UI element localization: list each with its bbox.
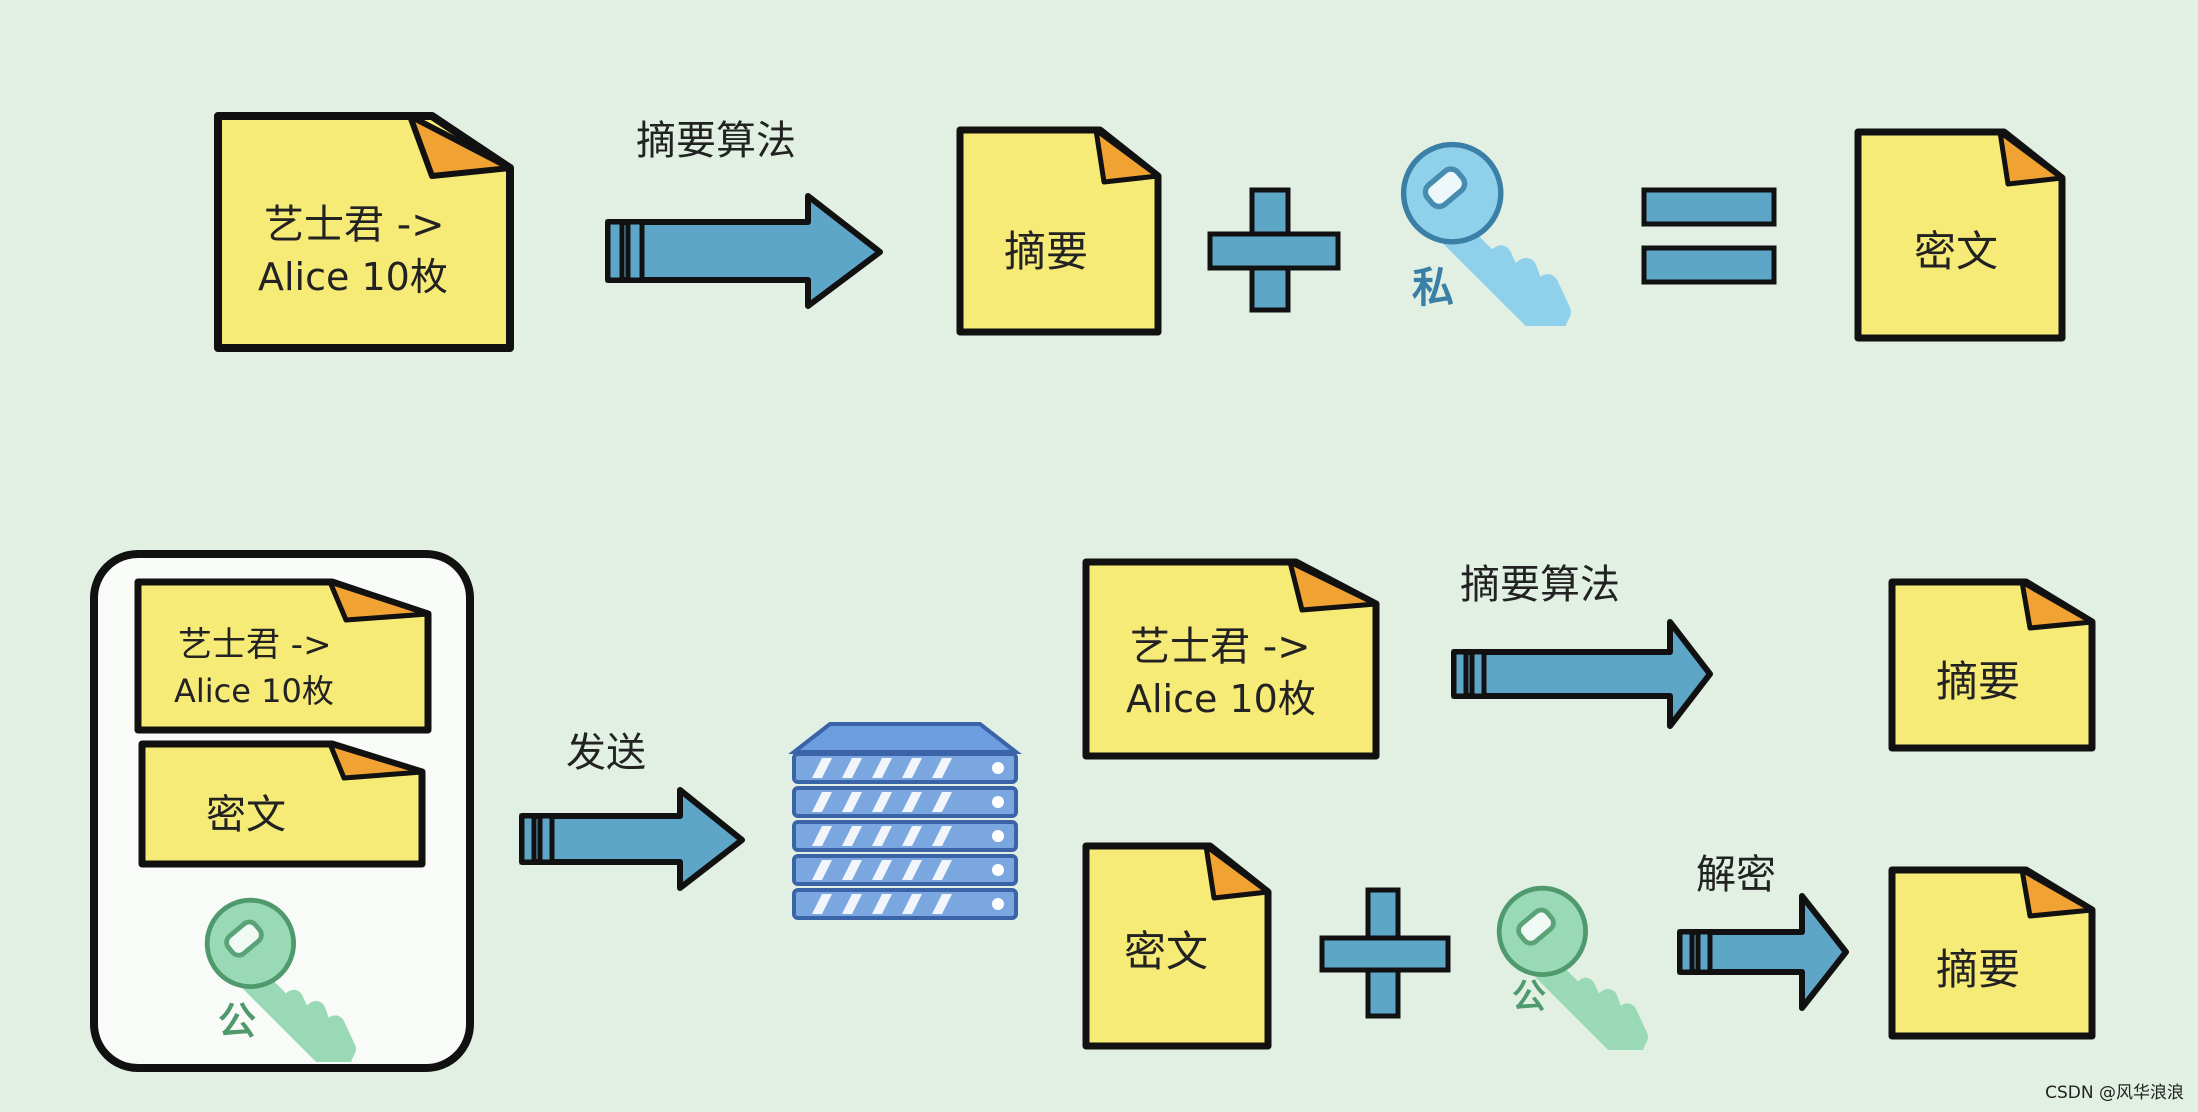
private-key-icon: 私 [1404, 145, 1561, 330]
top-cipher-label: 密文 [1914, 227, 1998, 276]
decrypt-label: 解密 [1696, 852, 1776, 898]
verify-digest-arrow: 摘要算法 [1451, 562, 1713, 729]
received-message-line1: 艺士君 -> [1130, 624, 1311, 670]
private-key-label: 私 [1412, 263, 1454, 312]
top-cipher-note: 密文 [1854, 128, 2066, 342]
verify-arrow-label: 摘要算法 [1460, 562, 1620, 608]
received-cipher-note: 密文 [1082, 842, 1272, 1050]
received-message-note: 艺士君 -> Alice 10枚 [1082, 558, 1380, 760]
top-digest-note: 摘要 [956, 126, 1162, 336]
top-digest-label: 摘要 [1004, 227, 1088, 276]
package-message-note: 艺士君 -> Alice 10枚 [134, 578, 432, 734]
sender-package-panel: 艺士君 -> Alice 10枚 密文 公 [90, 550, 474, 1072]
package-message-line1: 艺士君 -> [178, 625, 332, 665]
decrypted-digest-label: 摘要 [1936, 945, 2020, 994]
decrypted-digest-note: 摘要 [1888, 866, 2096, 1040]
verify-public-key-icon: 公 [1499, 888, 1638, 1053]
top-digest-arrow: 摘要算法 [605, 118, 883, 309]
computed-digest-label: 摘要 [1936, 657, 2020, 706]
verify-key-label: 公 [1512, 977, 1546, 1017]
server-icon [788, 722, 1022, 920]
received-cipher-label: 密文 [1124, 927, 1208, 976]
package-cipher-note: 密文 [138, 740, 426, 868]
bottom-plus-sign [1319, 887, 1451, 1019]
top-message-line1: 艺士君 -> [264, 202, 445, 248]
send-arrow: 发送 [519, 730, 745, 891]
computed-digest-note: 摘要 [1888, 578, 2096, 752]
package-key-label: 公 [218, 999, 256, 1043]
watermark: CSDN @风华浪浪 [2045, 1083, 2184, 1103]
top-plus-sign [1207, 187, 1341, 313]
decrypt-arrow: 解密 [1677, 852, 1849, 1011]
top-message-line2: Alice 10枚 [258, 255, 448, 299]
package-cipher-label: 密文 [206, 792, 286, 838]
received-message-line2: Alice 10枚 [1126, 677, 1316, 721]
package-message-line2: Alice 10枚 [174, 672, 334, 710]
top-arrow-label: 摘要算法 [636, 118, 796, 164]
top-equals-sign [1641, 187, 1777, 285]
send-label: 发送 [566, 730, 646, 776]
package-public-key-icon: 公 [207, 900, 346, 1065]
top-message-note: 艺士君 -> Alice 10枚 [214, 112, 514, 352]
